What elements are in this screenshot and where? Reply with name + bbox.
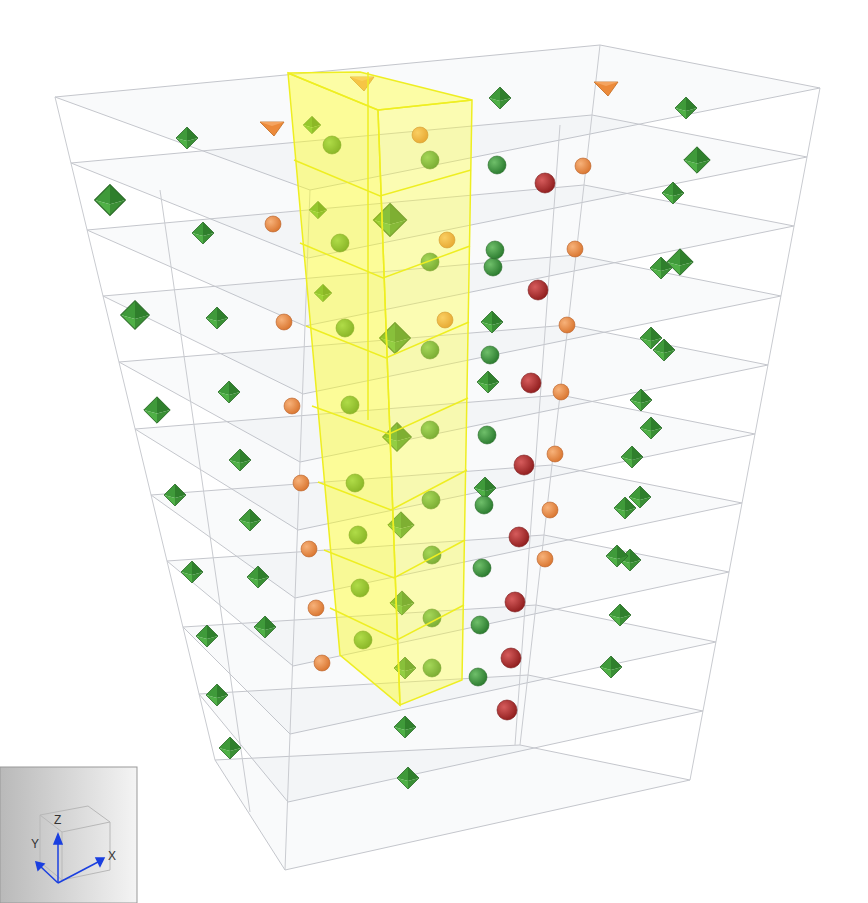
axis-label: X [108,850,116,862]
axis-label: Y [31,838,39,850]
axis-label: Z [54,814,61,826]
